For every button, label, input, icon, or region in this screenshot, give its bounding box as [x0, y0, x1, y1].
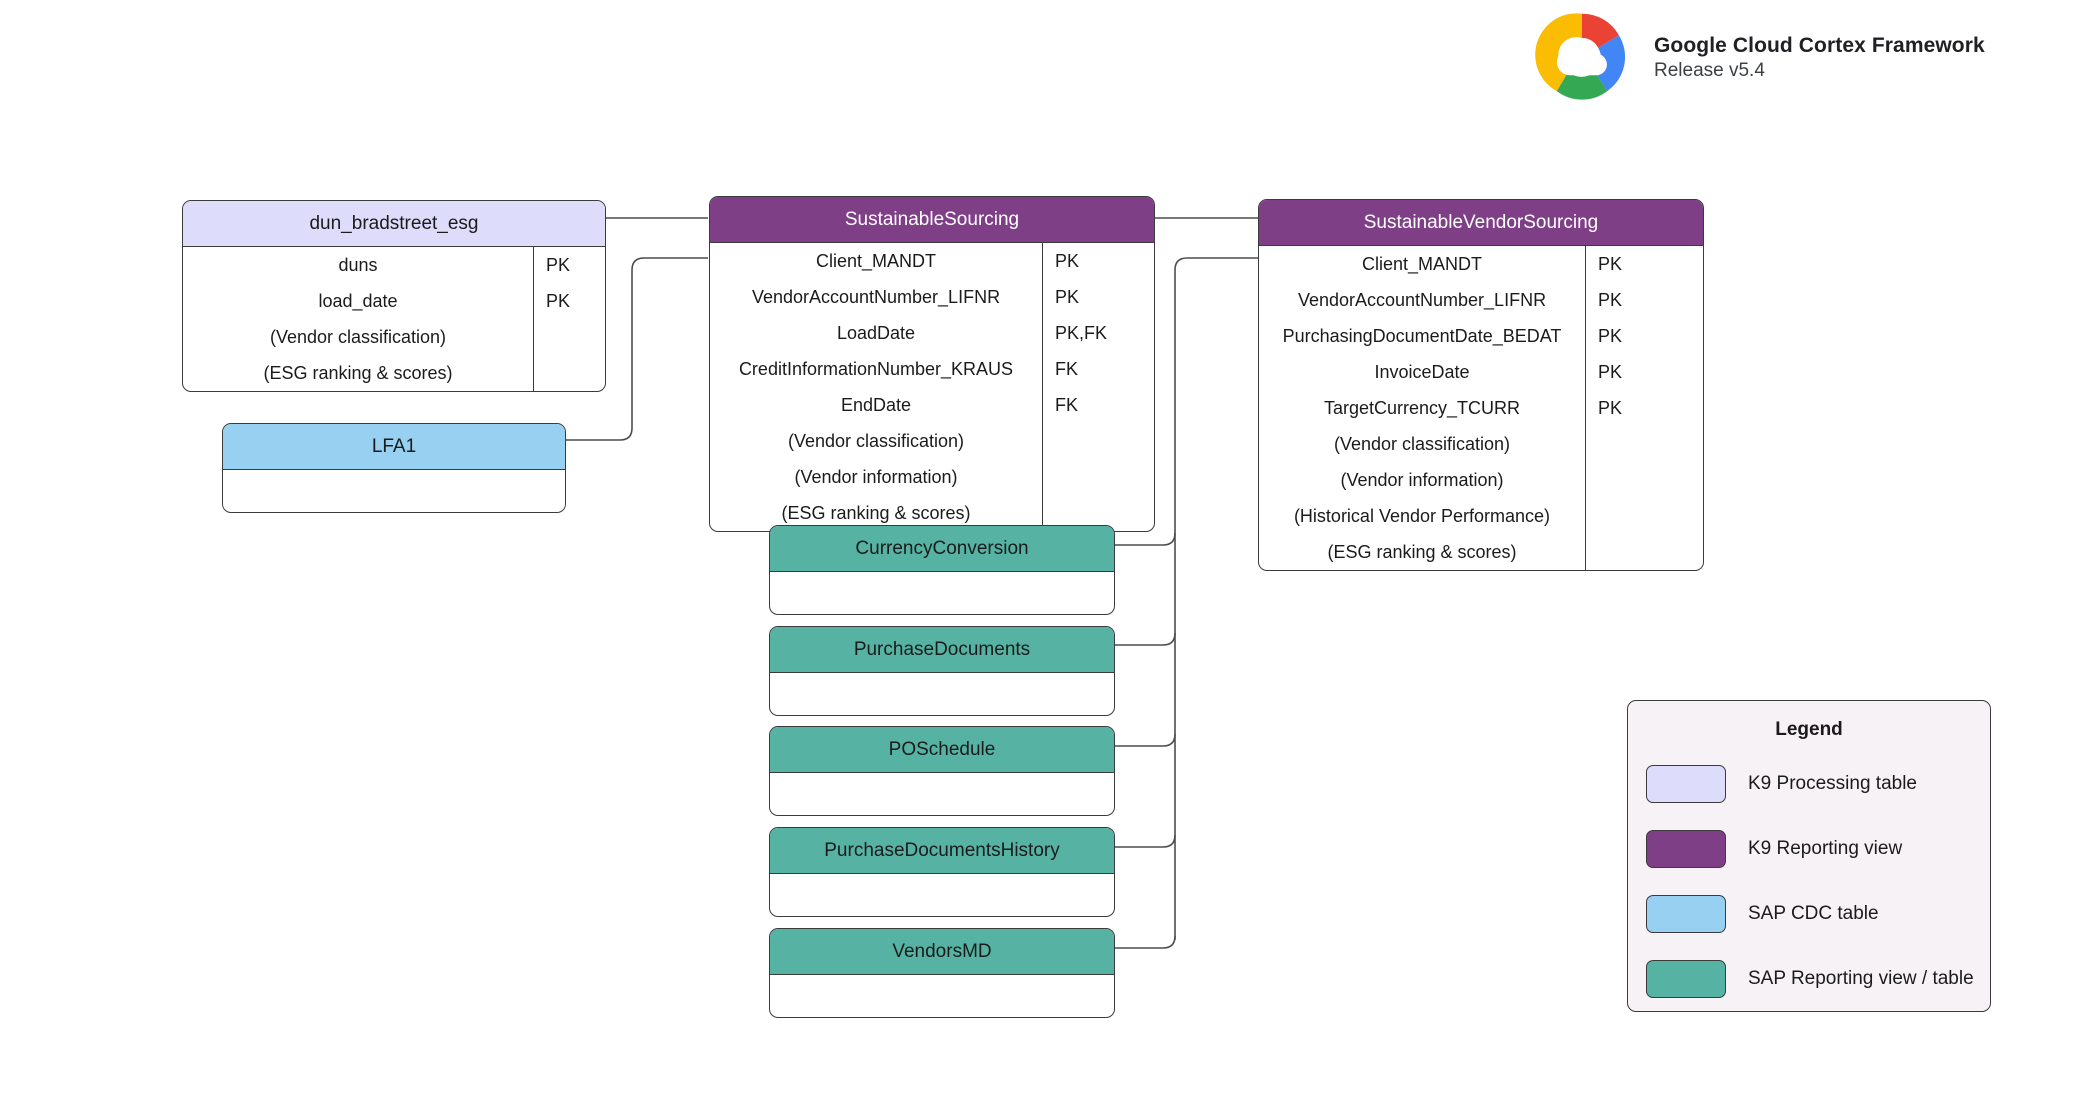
entity-lfa1[interactable]: LFA1 — [222, 423, 566, 513]
legend-swatch-sap-reporting-view — [1646, 959, 1726, 998]
field-key: . — [1043, 459, 1154, 495]
legend-item-sap-reporting-view: SAP Reporting view / table — [1646, 946, 1974, 1011]
entity-vendors-md[interactable]: VendorsMD — [769, 928, 1115, 1018]
field-name: InvoiceDate — [1374, 362, 1470, 382]
field-key: PK — [546, 291, 571, 311]
field-key: PK,FK — [1055, 323, 1108, 343]
entity-body — [770, 572, 1114, 614]
field-name: (ESG ranking & scores) — [781, 503, 971, 523]
field-name: PurchasingDocumentDate_BEDAT — [1282, 326, 1562, 346]
entity-field-column: Client_MANDT VendorAccountNumber_LIFNR L… — [710, 243, 1042, 531]
connector-currencyconversion-to-bus — [1115, 532, 1176, 546]
field-key: . — [1043, 423, 1154, 459]
connector-purchasedocuments-to-bus — [1115, 632, 1176, 646]
field-name: (ESG ranking & scores) — [263, 363, 453, 383]
field-name: (Vendor information) — [1340, 470, 1504, 490]
entity-currency-conversion[interactable]: CurrencyConversion — [769, 525, 1115, 615]
legend-item-sap-cdc-table: SAP CDC table — [1646, 881, 1972, 946]
brand-text-block: Google Cloud Cortex Framework Release v5… — [1654, 29, 1985, 84]
field-name: VendorAccountNumber_LIFNR — [751, 287, 1001, 307]
field-name: (Vendor information) — [794, 467, 958, 487]
entity-body: Client_MANDT VendorAccountNumber_LIFNR P… — [1259, 246, 1703, 570]
legend-item-k9-processing-table: K9 Processing table — [1646, 751, 1972, 816]
entity-dun-bradstreet-esg[interactable]: dun_bradstreet_esg duns load_date (Vendo… — [182, 200, 606, 392]
entity-key-column: PK PK . . — [533, 247, 605, 391]
entity-body: Client_MANDT VendorAccountNumber_LIFNR L… — [710, 243, 1154, 531]
legend-swatch-k9-processing-table — [1646, 764, 1726, 803]
entity-title: dun_bradstreet_esg — [183, 201, 605, 247]
legend-panel: Legend K9 Processing table K9 Reporting … — [1627, 700, 1991, 1012]
legend-label: K9 Processing table — [1748, 772, 1917, 794]
legend-label: K9 Reporting view — [1748, 837, 1903, 859]
entity-title: PurchaseDocumentsHistory — [770, 828, 1114, 874]
entity-po-schedule[interactable]: POSchedule — [769, 726, 1115, 816]
field-key: PK — [1598, 362, 1623, 382]
field-name: Client_MANDT — [1361, 254, 1483, 274]
field-key: PK — [1598, 398, 1623, 418]
entity-body — [770, 874, 1114, 916]
entity-field-column: Client_MANDT VendorAccountNumber_LIFNR P… — [1259, 246, 1585, 570]
field-key: PK — [1055, 251, 1080, 271]
connector-vendorsmd-to-bus — [1115, 935, 1176, 949]
field-name: LoadDate — [836, 323, 916, 343]
legend-swatch-sap-cdc-table — [1646, 894, 1726, 933]
entity-title: SustainableVendorSourcing — [1259, 200, 1703, 246]
field-name: CreditInformationNumber_KRAUS — [738, 359, 1014, 379]
field-name: load_date — [318, 291, 398, 311]
field-key: PK — [546, 255, 571, 275]
field-key: PK — [1055, 287, 1080, 307]
google-cloud-logo-icon — [1535, 13, 1626, 100]
field-name: duns — [338, 255, 378, 275]
field-key: FK — [1055, 395, 1079, 415]
field-key: . — [534, 319, 605, 355]
entity-sustainable-vendor-sourcing[interactable]: SustainableVendorSourcing Client_MANDT V… — [1258, 199, 1704, 571]
brand-header: Google Cloud Cortex Framework Release v5… — [1528, 10, 1985, 102]
connector-poschedule-to-bus — [1115, 733, 1176, 747]
field-key: PK — [1598, 290, 1623, 310]
field-key: . — [1586, 498, 1703, 534]
entity-body: duns load_date (Vendor classification) (… — [183, 247, 605, 391]
legend-label: SAP Reporting view / table — [1748, 967, 1974, 989]
entity-title: LFA1 — [223, 424, 565, 470]
entity-field-column: duns load_date (Vendor classification) (… — [183, 247, 533, 391]
connector-bus-to-vendorsourcing — [1174, 257, 1258, 940]
connector-purchasedocumentshistory-to-bus — [1115, 834, 1176, 848]
field-name: (Historical Vendor Performance) — [1293, 506, 1551, 526]
entity-key-column: PK PK PK PK PK . . . . — [1585, 246, 1703, 570]
field-name: (ESG ranking & scores) — [1327, 542, 1517, 562]
entity-body — [770, 673, 1114, 715]
field-name: TargetCurrency_TCURR — [1323, 398, 1521, 418]
field-key: PK — [1598, 326, 1623, 346]
entity-sustainable-sourcing[interactable]: SustainableSourcing Client_MANDT VendorA… — [709, 196, 1155, 532]
field-name: (Vendor classification) — [787, 431, 965, 451]
entity-body — [223, 470, 565, 512]
legend-item-k9-reporting-view: K9 Reporting view — [1646, 816, 1972, 881]
entity-title: CurrencyConversion — [770, 526, 1114, 572]
field-key: . — [534, 355, 605, 391]
field-key: . — [1586, 426, 1703, 462]
field-name: Client_MANDT — [815, 251, 937, 271]
field-name: (Vendor classification) — [269, 327, 447, 347]
brand-release-label: Release v5.4 — [1654, 59, 1765, 81]
entity-title: VendorsMD — [770, 929, 1114, 975]
field-key: . — [1586, 534, 1703, 570]
entity-body — [770, 773, 1114, 815]
entity-purchase-documents-history[interactable]: PurchaseDocumentsHistory — [769, 827, 1115, 917]
field-key: PK — [1598, 254, 1623, 274]
entity-key-column: PK PK PK,FK FK FK . . . — [1042, 243, 1154, 531]
entity-body — [770, 975, 1114, 1017]
entity-purchase-documents[interactable]: PurchaseDocuments — [769, 626, 1115, 716]
field-key: . — [1586, 462, 1703, 498]
field-name: EndDate — [840, 395, 912, 415]
field-name: (Vendor classification) — [1333, 434, 1511, 454]
legend-label: SAP CDC table — [1748, 902, 1879, 924]
entity-title: PurchaseDocuments — [770, 627, 1114, 673]
field-key: FK — [1055, 359, 1079, 379]
entity-title: SustainableSourcing — [710, 197, 1154, 243]
brand-title: Google Cloud Cortex Framework — [1654, 33, 1985, 57]
legend-title: Legend — [1775, 719, 1843, 740]
legend-swatch-k9-reporting-view — [1646, 829, 1726, 868]
entity-title: POSchedule — [770, 727, 1114, 773]
field-name: VendorAccountNumber_LIFNR — [1297, 290, 1547, 310]
